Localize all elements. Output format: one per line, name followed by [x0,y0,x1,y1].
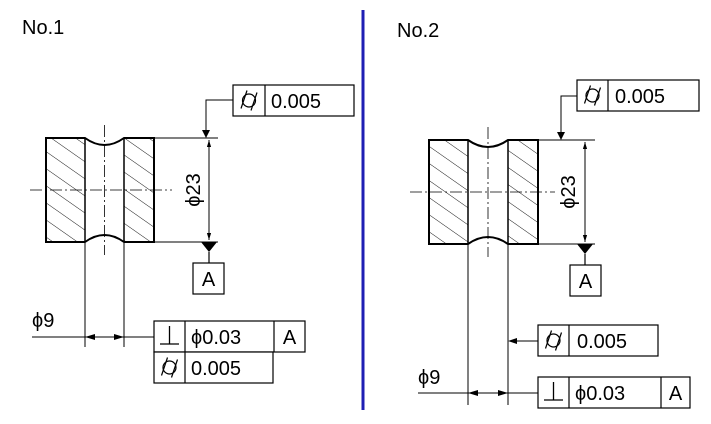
figure-2-datum-label: A [579,271,593,293]
figure-1-title: No.1 [22,17,64,39]
figure-1-perpendicularity-value: ϕ0.03 [191,327,241,349]
figure-1-outer-diameter: ϕ23 [183,173,205,206]
figure-1-cylindricity-bottom-frame: 0.005 [153,351,274,384]
figure-1-part [30,125,172,255]
figure-1-cylindricity-top-value: 0.005 [271,91,321,113]
figure-2-datum-box [569,264,602,297]
figure-2-cylindricity-top-frame: 0.005 [576,79,700,112]
perpendicularity-icon [160,326,179,345]
figure-2-cylindricity-top-value: 0.005 [615,86,665,108]
figure-1-cylindricity-bottom-value: 0.005 [191,358,241,380]
perpendicularity-icon [544,382,563,401]
figure-1-datum-label: A [202,269,216,291]
figure-2-cylindricity-bore-frame: 0.005 [537,324,659,357]
figure-2-perpendicularity-value: ϕ0.03 [575,383,625,405]
figure-2-perpendicularity-frame: ϕ0.03 A [537,376,691,409]
figure-2: No.2 ϕ23 A [397,20,700,409]
figure-2-inner-diameter: ϕ9 [418,367,440,389]
figure-2-perpendicularity-datum: A [669,383,683,405]
figure-1-datum-box [192,262,225,295]
figure-2-title: No.2 [397,20,439,42]
cylindricity-icon [160,357,179,378]
cylindricity-icon [240,90,258,111]
figure-1: No.1 ϕ23 A [22,17,355,384]
cylindricity-icon [583,85,602,106]
figure-2-cylindricity-bore-value: 0.005 [577,331,627,353]
figure-1-perpendicularity-frame: ϕ0.03 A [153,320,306,353]
figure-2-part [410,127,555,257]
figure-1-cylindricity-top-frame: 0.005 [232,84,355,117]
figure-1-perpendicularity-datum: A [283,327,297,349]
figure-2-outer-diameter: ϕ23 [558,175,580,208]
figure-1-inner-diameter: ϕ9 [32,310,54,332]
cylindricity-icon [544,330,563,351]
